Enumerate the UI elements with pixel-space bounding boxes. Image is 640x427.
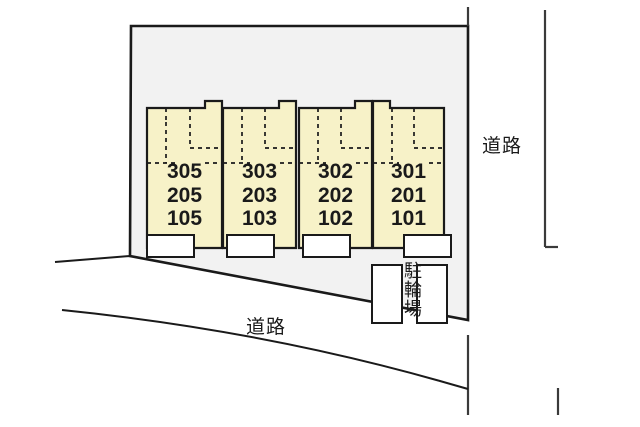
- road-south-far-edge: [61, 309, 469, 390]
- building-block-303[interactable]: [221, 99, 298, 258]
- block-303-balcony: [226, 234, 275, 258]
- unit-labels-block-303: 303 203 103: [223, 160, 296, 231]
- unit-number-303: 303: [241, 160, 278, 183]
- unit-number-101: 101: [390, 207, 427, 231]
- block-302-balcony: [302, 234, 351, 258]
- unit-number-203: 203: [241, 183, 278, 207]
- unit-labels-block-301: 301 201 101: [373, 160, 444, 231]
- unit-number-202: 202: [317, 183, 354, 207]
- unit-number-201: 201: [390, 183, 427, 207]
- road-label-south: 道路: [246, 317, 287, 338]
- road-label-east: 道路: [482, 136, 523, 157]
- unit-labels-block-305: 305 205 105: [147, 160, 222, 231]
- bicycle-parking-area[interactable]: [371, 264, 448, 324]
- bicycle-parking-label-char-3: 場: [404, 298, 422, 319]
- bicycle-rack-right: [416, 264, 448, 324]
- building-block-305[interactable]: [145, 99, 224, 258]
- bicycle-rack-left: [371, 264, 403, 324]
- unit-number-302: 302: [317, 160, 354, 183]
- block-305-balcony: [146, 234, 195, 258]
- bicycle-parking-label: 駐 輪 場: [402, 262, 424, 319]
- building-block-302[interactable]: [297, 99, 374, 258]
- building-block-301[interactable]: [371, 99, 452, 258]
- unit-number-301: 301: [390, 160, 427, 183]
- unit-labels-block-302: 302 202 102: [299, 160, 372, 231]
- unit-number-205: 205: [166, 183, 203, 207]
- bicycle-parking-label-char-2: 輪: [404, 279, 422, 300]
- bicycle-parking-label-char-1: 駐: [404, 261, 422, 281]
- unit-number-305: 305: [166, 160, 203, 183]
- block-301-outline: [371, 99, 446, 250]
- road-south-near-edge: [54, 255, 131, 263]
- unit-number-105: 105: [166, 207, 203, 231]
- unit-number-102: 102: [317, 207, 354, 231]
- unit-number-103: 103: [241, 207, 278, 231]
- block-301-balcony: [403, 234, 452, 258]
